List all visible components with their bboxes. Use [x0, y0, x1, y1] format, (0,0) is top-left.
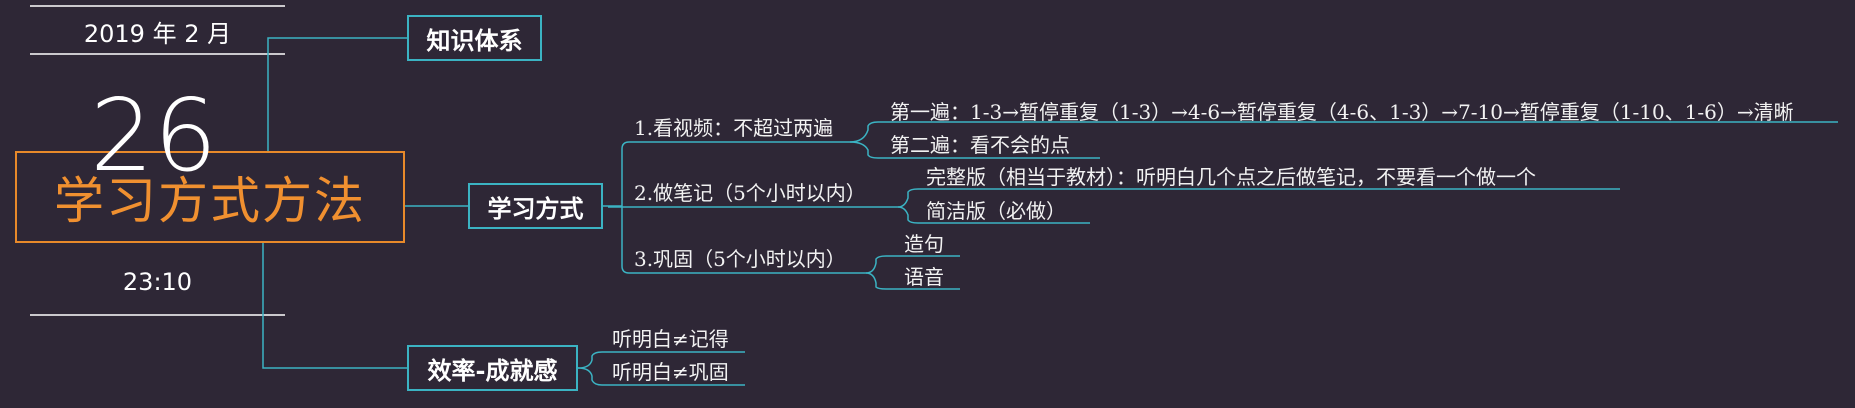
- leaf-first-pass[interactable]: 第一遍：1-3→暂停重复（1-3）→4-6→暂停重复（4-6、1-3）→7-10…: [890, 100, 1794, 124]
- branch-learning-method[interactable]: 学习方式: [468, 183, 603, 229]
- subtopic-consolidate[interactable]: 3.巩固（5个小时以内）: [634, 247, 846, 271]
- link-leaf-video-2: [849, 141, 1100, 159]
- link-root-efficiency: [262, 243, 407, 369]
- link-sub-consolidate: [621, 206, 866, 274]
- leaf-make-sentences[interactable]: 造句: [904, 232, 944, 256]
- link-sub-video: [621, 141, 850, 206]
- link-root-knowledge: [267, 37, 407, 151]
- link-leaf-notes-1: [897, 188, 1620, 208]
- branch-efficiency[interactable]: 效率-成就感: [407, 345, 578, 391]
- root-topic[interactable]: 学习方式方法: [15, 151, 405, 243]
- time-label: 23:10: [122, 268, 193, 296]
- leaf-second-pass[interactable]: 第二遍：看不会的点: [890, 133, 1070, 157]
- leaf-brief-version[interactable]: 简洁版（必做）: [926, 199, 1066, 223]
- link-leaf-eff-2: [577, 367, 745, 386]
- subtopic-take-notes[interactable]: 2.做笔记（5个小时以内）: [634, 181, 866, 205]
- leaf-full-version[interactable]: 完整版（相当于教材）：听明白几个点之后做笔记，不要看一个做一个: [926, 165, 1536, 189]
- link-leaf-eff-1: [577, 351, 745, 369]
- leaf-voice[interactable]: 语音: [904, 265, 944, 289]
- date-label: 2019 年 2 月: [83, 20, 232, 48]
- leaf-understand-vs-consolidate[interactable]: 听明白≠巩固: [612, 360, 729, 384]
- leaf-understand-vs-remember[interactable]: 听明白≠记得: [612, 327, 729, 351]
- link-leaf-consolidate-1: [865, 255, 960, 274]
- branch-knowledge-system[interactable]: 知识体系: [407, 15, 542, 61]
- link-leaf-video-1: [849, 121, 1838, 143]
- link-leaf-consolidate-2: [865, 272, 960, 290]
- subtopic-watch-video[interactable]: 1.看视频：不超过两遍: [634, 116, 834, 140]
- day-number: 26: [90, 77, 218, 194]
- link-leaf-notes-2: [897, 206, 1090, 224]
